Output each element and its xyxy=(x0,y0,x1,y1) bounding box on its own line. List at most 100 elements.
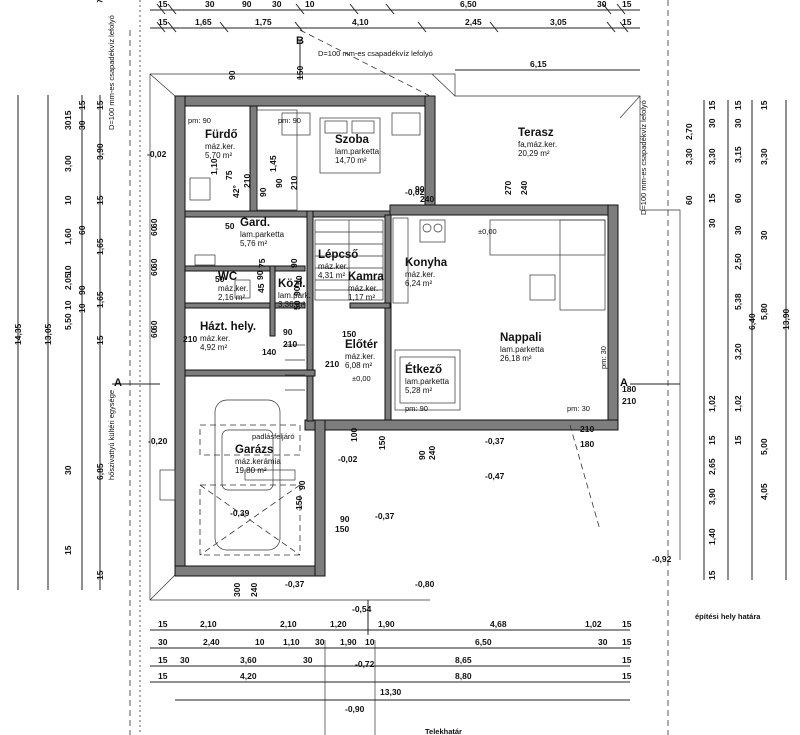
right-dim: 30 xyxy=(733,118,743,128)
right-dim: 15 xyxy=(759,100,769,110)
right-total: 6,40 xyxy=(747,313,757,330)
opening-dim: 240 xyxy=(249,582,259,597)
opening-dim: 75 xyxy=(257,258,267,268)
room-name: Garázs xyxy=(235,444,274,456)
bottom-dim: 1,90 xyxy=(340,637,357,647)
right-dim: 3,20 xyxy=(733,343,743,360)
opening-dim: 90 xyxy=(274,178,284,188)
room-finish: máz.ker. xyxy=(405,270,436,279)
note-section-b: B xyxy=(296,35,304,47)
right-dim: 2,50 xyxy=(733,253,743,270)
left-dim: 10 xyxy=(77,303,87,313)
opening-dim: 150 xyxy=(335,524,350,534)
right-dim: 15 xyxy=(707,435,717,445)
opening-dim: 180 xyxy=(622,384,637,394)
note-pm90: pm: 90 xyxy=(188,116,211,125)
right-dim: 5,00 xyxy=(759,438,769,455)
room-name: Közl. xyxy=(278,278,306,290)
right-dim: 3,30 xyxy=(759,148,769,165)
top-dim: 15 xyxy=(622,0,632,9)
opening-dim: 90 xyxy=(283,327,293,337)
note-pm30: pm: 30 xyxy=(567,404,590,413)
left-dim: 30 xyxy=(77,120,87,130)
opening-dim: 50 xyxy=(294,275,304,285)
room-area: 2,16 m² xyxy=(218,293,246,302)
opening-dim: 42° xyxy=(231,185,241,198)
left-dim: 30 xyxy=(63,120,73,130)
opening-dim: 90 xyxy=(227,70,237,80)
left-dim: 6,85 xyxy=(95,463,105,480)
room-finish: máz.kerámia xyxy=(235,457,281,466)
top-dim: 15 xyxy=(622,17,632,27)
bottom-dim: 3,60 xyxy=(240,655,257,665)
right-total: 13,90 xyxy=(781,308,791,330)
left-dim: 3,90 xyxy=(95,143,105,160)
left-dim: 15 xyxy=(63,110,73,120)
bottom-dim: 30 xyxy=(303,655,313,665)
opening-dim: 240 xyxy=(519,180,529,195)
bottom-dim: 15 xyxy=(622,619,632,629)
bottom-dim: 10 xyxy=(365,637,375,647)
room-name: Szoba xyxy=(335,134,369,146)
opening-dim: 90 xyxy=(417,450,427,460)
opening-dim: 90 xyxy=(255,270,265,280)
right-inner: 60 xyxy=(684,195,694,205)
left-dim: 15 xyxy=(95,195,105,205)
opening-dim: 90 xyxy=(289,258,299,268)
room-name: Lépcső xyxy=(318,249,359,261)
level-marker: -0,37 xyxy=(285,579,305,589)
room-name: Étkező xyxy=(405,364,443,376)
note-pm90b: pm: 90 xyxy=(278,116,301,125)
left-dim: 1,60 xyxy=(63,228,73,245)
right-dim: 15 xyxy=(733,100,743,110)
opening-dim: 90 xyxy=(297,480,307,490)
room-area: 5,70 m² xyxy=(205,151,233,160)
right-dim: 15 xyxy=(707,100,717,110)
room-area: 5,28 m² xyxy=(405,386,433,395)
opening-dim: 240 xyxy=(427,445,437,460)
top-dim: 1,75 xyxy=(255,17,272,27)
room-name: WC xyxy=(218,271,238,283)
room-area: 6,24 m² xyxy=(405,279,433,288)
level-marker: -0,37 xyxy=(375,511,395,521)
bottom-dim: 15 xyxy=(158,619,168,629)
opening-dim: 1,10 xyxy=(209,158,219,175)
top-dim: 10 xyxy=(305,0,315,9)
right-inner: 3,30 xyxy=(684,148,694,165)
left-dim: 15 xyxy=(95,335,105,345)
furniture xyxy=(159,109,606,551)
opening-dim: 300 xyxy=(232,582,242,597)
bottom-dim: 10 xyxy=(255,637,265,647)
right-dim: 4,05 xyxy=(759,483,769,500)
note-pm90c: pm: 90 xyxy=(405,404,428,413)
top-dim: 2,45 xyxy=(465,17,482,27)
bottom-dim: 30 xyxy=(180,655,190,665)
room-finish: máz.ker. xyxy=(218,284,249,293)
right-dim: 1,40 xyxy=(707,528,717,545)
note-boundary-bottom: Telekhatár xyxy=(425,727,462,735)
note-pm30b: pm: 30 xyxy=(599,346,608,369)
room-finish: lam.park. xyxy=(278,291,311,300)
right-dim: 15 xyxy=(707,570,717,580)
level-marker: -0,80 xyxy=(415,579,435,589)
right-dim: 60 xyxy=(733,193,743,203)
top-dim: 15 xyxy=(158,17,168,27)
bottom-dim: 15 xyxy=(158,655,168,665)
room-name: Házt. hely. xyxy=(200,321,257,333)
bottom-total: 13,30 xyxy=(380,687,402,697)
right-dim: 2,65 xyxy=(707,458,717,475)
room-finish: máz.ker. xyxy=(318,262,349,271)
right-dim: 5,80 xyxy=(759,303,769,320)
opening-dim: 210 xyxy=(283,339,298,349)
staircase xyxy=(285,219,384,391)
left-dim: 1,65 xyxy=(95,238,105,255)
top-dim: 4,10 xyxy=(352,17,369,27)
opening-dim: 210 xyxy=(622,396,637,406)
top-dimension-lines xyxy=(150,3,640,71)
opening-dim: 90 xyxy=(340,514,350,524)
note-downpipe-left: D=100 mm-es csapadékvíz lefolyó xyxy=(107,15,116,130)
opening-dim: 270 xyxy=(503,180,513,195)
opening-dim: 50 xyxy=(225,221,235,231)
